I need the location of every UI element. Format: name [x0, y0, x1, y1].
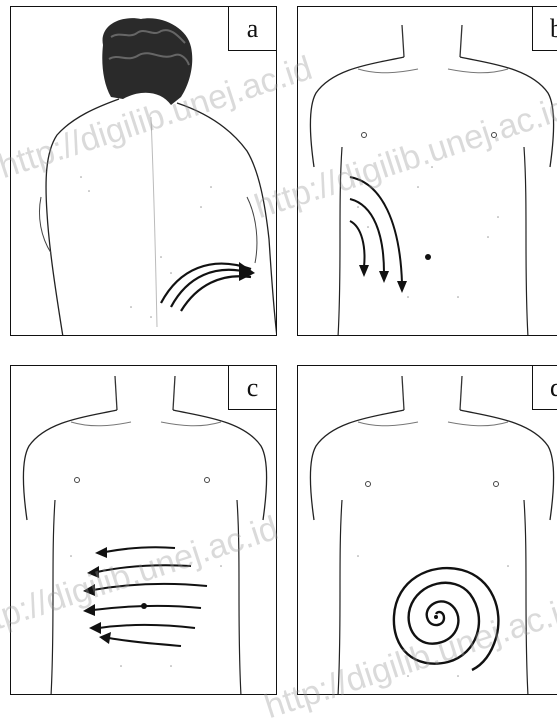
- panel-label-c: c: [228, 366, 276, 410]
- panel-d: d: [297, 365, 557, 695]
- panel-label-b: b: [532, 7, 557, 51]
- back-figure-illustration: [11, 7, 277, 336]
- panel-b: b: [297, 6, 557, 336]
- torso-figure-illustration-d: [298, 366, 557, 695]
- panel-c: c: [10, 365, 277, 695]
- torso-figure-illustration-c: [11, 366, 277, 695]
- torso-figure-illustration-b: [298, 7, 557, 336]
- panel-label-a: a: [228, 7, 276, 51]
- panel-a: a: [10, 6, 277, 336]
- panel-label-d: d: [532, 366, 557, 410]
